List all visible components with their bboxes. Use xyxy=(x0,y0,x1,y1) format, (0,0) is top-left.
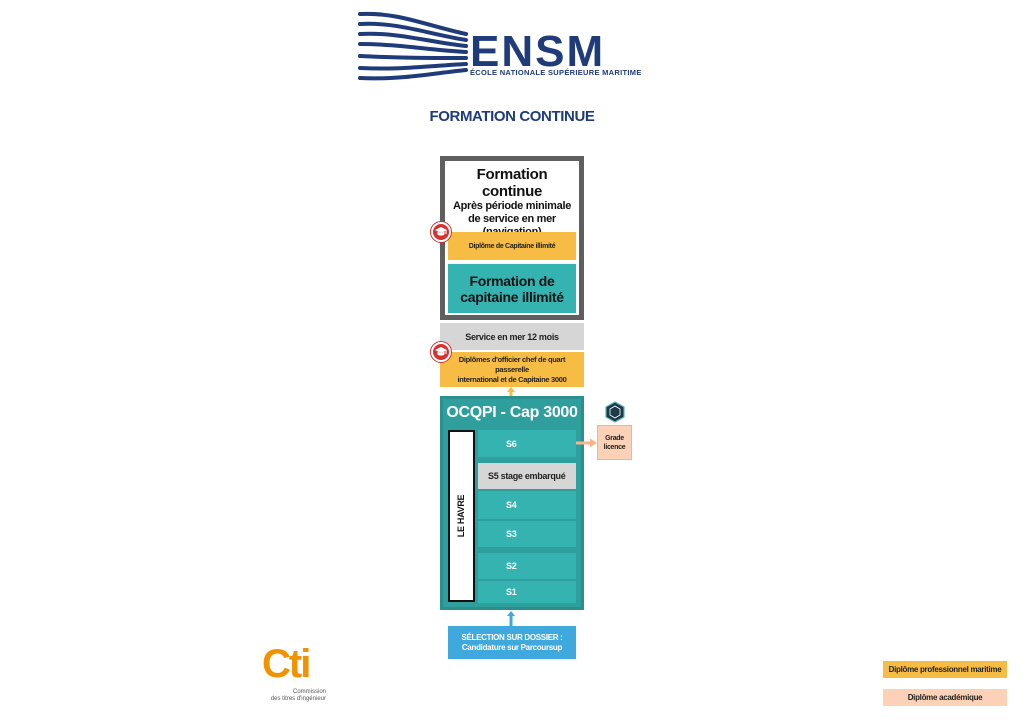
capitaine-diploma: Diplôme de Capitaine illimité xyxy=(448,232,576,260)
capitaine-heading: Formation continue xyxy=(476,166,548,200)
capitaine-subheading-line: Après période minimale xyxy=(452,200,572,212)
ensm-logo-text: ENSM xyxy=(470,27,606,76)
cti-subtitle-line: des titres d'ingénieur xyxy=(270,696,326,702)
logo-waves-graphic xyxy=(358,11,468,81)
grade-line: licence xyxy=(603,443,626,451)
selection-line: SÉLECTION SUR DOSSIER : xyxy=(461,632,563,642)
capitaine-formation: Formation de capitaine illimité xyxy=(448,264,576,313)
cti-subtitle-line: Commission xyxy=(292,689,326,695)
selection-sur-dossier: SÉLECTION SUR DOSSIER : Candidature sur … xyxy=(448,626,576,659)
semester-s6: S6 xyxy=(478,430,576,457)
grade-licence: Grade licence xyxy=(597,425,632,460)
location-le-havre: LE HAVRE xyxy=(448,430,475,602)
semester-s3: S3 xyxy=(478,521,576,547)
arrow-right-icon xyxy=(576,438,597,448)
location-label: LE HAVRE xyxy=(456,494,467,538)
capitaine-block-header: Formation continue Après période minimal… xyxy=(445,161,579,238)
semester-s1: S1 xyxy=(478,581,576,603)
semester-s5: S5 stage embarqué xyxy=(478,463,576,489)
semester-s4: S4 xyxy=(478,491,576,519)
graduation-cap-icon xyxy=(431,222,451,242)
cti-logo: Cti xyxy=(262,642,311,686)
legend-professional: Diplôme professionnel maritime xyxy=(883,661,1007,678)
ocqpi-diploma-line: international et de Capitaine 3000 xyxy=(457,374,567,384)
capitaine-formation-line: Formation de xyxy=(469,272,555,289)
ocqpi-title: OCQPI - Cap 3000 xyxy=(446,404,578,421)
selection-line: Candidature sur Parcoursup xyxy=(461,642,563,652)
page-title: FORMATION CONTINUE xyxy=(429,108,595,125)
graduation-cap-icon xyxy=(431,342,451,362)
arrow-up-icon xyxy=(507,387,515,398)
service-en-mer: Service en mer 12 mois xyxy=(440,323,584,350)
cti-subtitle: Commission des titres d'ingénieur xyxy=(270,689,326,703)
ensm-logo-subtitle: ÉCOLE NATIONALE SUPÉRIEURE MARITIME xyxy=(470,68,642,77)
grade-line: Grade xyxy=(605,434,624,442)
legend-academic: Diplôme académique xyxy=(883,689,1007,706)
ocqpi-diploma-line: Diplômes d'officier chef de quart passer… xyxy=(458,354,566,374)
capitaine-subheading-line: de service en mer xyxy=(468,213,556,225)
hexagon-seal-icon xyxy=(605,401,625,423)
arrow-up-icon xyxy=(507,611,515,626)
semester-s2: S2 xyxy=(478,553,576,579)
capitaine-formation-line: capitaine illimité xyxy=(460,288,564,305)
ocqpi-diploma: Diplômes d'officier chef de quart passer… xyxy=(440,352,584,387)
